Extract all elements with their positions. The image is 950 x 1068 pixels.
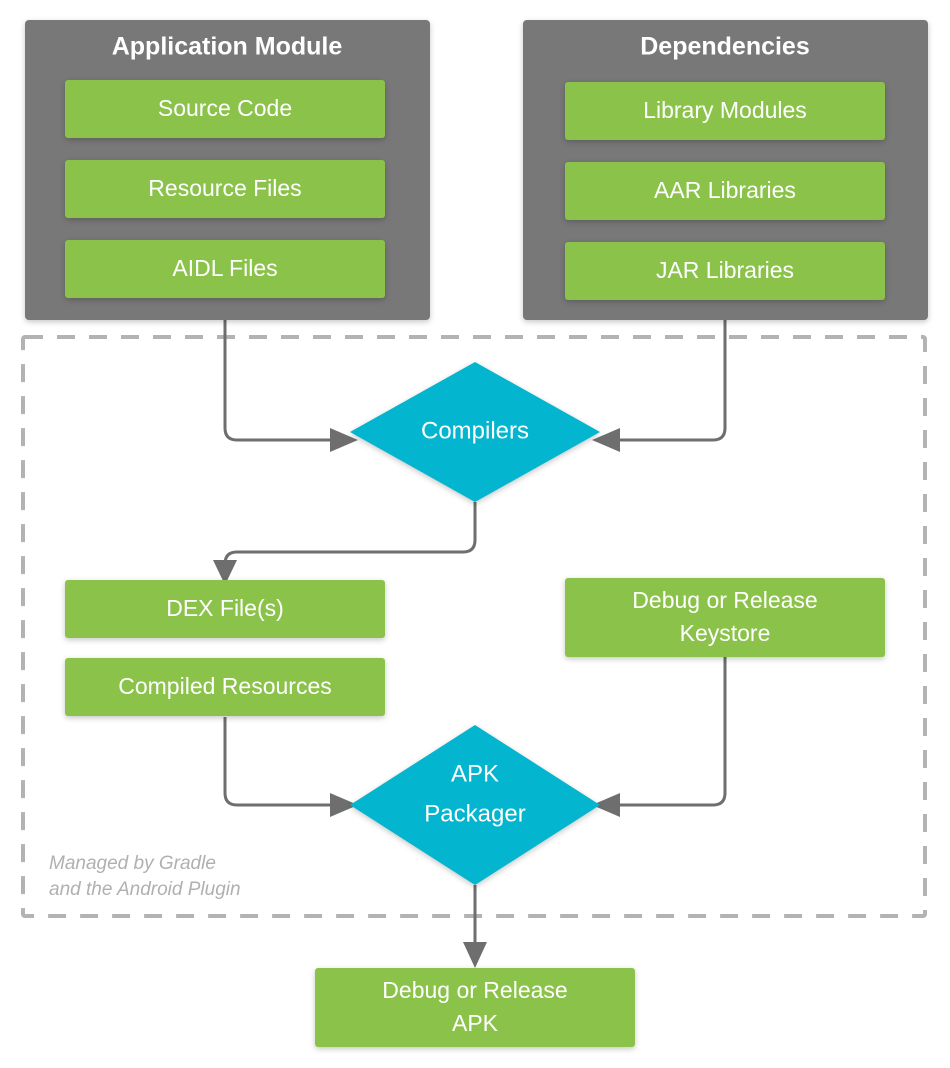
panel-dependencies-title: Dependencies — [640, 33, 810, 61]
connector-artifacts-to-apk-packager — [223, 717, 330, 807]
box-aar-libraries[interactable] — [565, 162, 885, 220]
region-note: Managed by Gradle and the Android Plugin — [49, 853, 241, 900]
box-library-modules[interactable] — [565, 82, 885, 140]
artifact-dex-files-box[interactable] — [65, 580, 385, 638]
artifact-output-apk-box[interactable] — [315, 968, 635, 1047]
artifact-output-apk-label-line2: APK — [452, 1010, 499, 1036]
box-library-modules-label: Library Modules — [643, 97, 807, 123]
artifact-keystore-label-line1: Debug or Release — [632, 587, 817, 613]
panel-application-module-title: Application Module — [112, 33, 343, 61]
process-apk-packager-label-line1: APK — [451, 760, 499, 787]
panel-application-module: Application Module Source Code Resource … — [25, 20, 430, 320]
artifact-compiled-resources-box[interactable] — [65, 658, 385, 716]
process-apk-packager[interactable]: APK Packager — [350, 725, 600, 885]
artifact-dex-files-label: DEX File(s) — [166, 595, 284, 621]
arrowhead-into-apk-packager-left — [330, 793, 358, 817]
artifact-keystore-box[interactable] — [565, 578, 885, 657]
artifact-compiled-resources-label: Compiled Resources — [118, 673, 331, 699]
artifact-keystore[interactable]: Debug or Release Keystore — [565, 578, 885, 657]
arrowhead-into-apk-packager-right — [592, 793, 620, 817]
artifact-dex-files[interactable]: DEX File(s) — [65, 580, 385, 638]
box-jar-libraries[interactable] — [565, 242, 885, 300]
connector-keystore-to-apk-packager — [620, 657, 727, 807]
artifact-keystore-label-line2: Keystore — [680, 620, 771, 646]
box-aar-libraries-label: AAR Libraries — [654, 177, 796, 203]
box-jar-libraries-label: JAR Libraries — [656, 257, 794, 283]
artifact-compiled-resources[interactable]: Compiled Resources — [65, 658, 385, 716]
arrowhead-into-dex-files — [213, 560, 237, 585]
connector-application-module-to-compilers — [223, 320, 330, 442]
process-compilers[interactable]: Compilers — [350, 362, 600, 502]
panel-dependencies: Dependencies Library Modules AAR Librari… — [523, 20, 928, 320]
artifact-output-apk-label-line1: Debug or Release — [382, 977, 567, 1003]
process-compilers-label: Compilers — [421, 417, 529, 444]
connector-dependencies-to-compilers — [620, 320, 727, 442]
process-apk-packager-label-line2: Packager — [424, 800, 525, 827]
region-note-line2: and the Android Plugin — [49, 879, 241, 900]
box-source-code[interactable] — [65, 80, 385, 138]
arrowhead-into-compilers-left — [330, 428, 358, 452]
connector-compilers-to-dex-files — [223, 502, 477, 578]
box-aidl-files-label: AIDL Files — [172, 255, 277, 281]
process-compilers-shape[interactable] — [350, 362, 600, 502]
box-resource-files-label: Resource Files — [148, 175, 301, 201]
box-resource-files[interactable] — [65, 160, 385, 218]
arrowhead-into-output-apk — [463, 942, 487, 968]
box-aidl-files[interactable] — [65, 240, 385, 298]
region-note-line1: Managed by Gradle — [49, 853, 216, 874]
box-source-code-label: Source Code — [158, 95, 292, 121]
process-apk-packager-shape[interactable] — [350, 725, 600, 885]
artifact-output-apk[interactable]: Debug or Release APK — [315, 968, 635, 1047]
arrowhead-into-compilers-right — [592, 428, 620, 452]
